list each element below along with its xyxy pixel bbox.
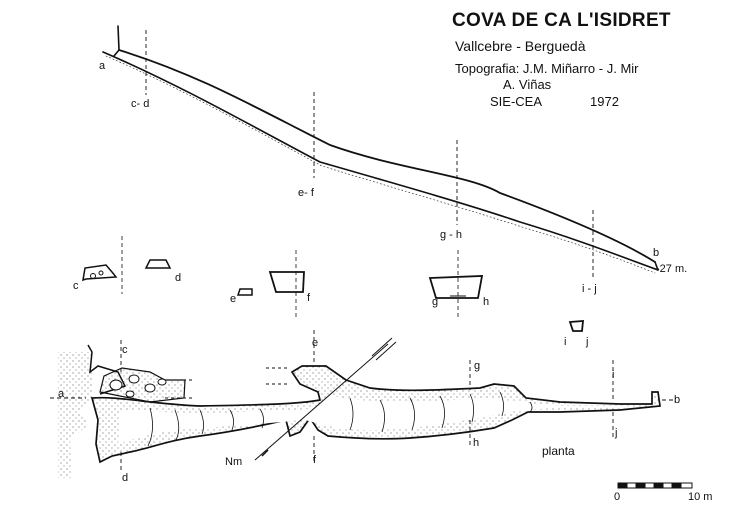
section-mark-cd: c- d (131, 98, 149, 110)
plan-section (58, 337, 661, 478)
cross-section-ef (236, 250, 305, 318)
plan-cut-h: h (473, 437, 479, 449)
cross-ij-left: i (564, 336, 566, 348)
plan-cut-f: f (313, 454, 317, 466)
plan-label: planta (542, 444, 575, 458)
scale-end-label: 10 m (688, 491, 712, 503)
plan-entrance-label: a (58, 388, 65, 400)
north-label: Nm (225, 456, 242, 468)
plan-cut-i: i (612, 369, 614, 381)
cross-section-gh (428, 250, 484, 318)
section-mark-ij: i - j (582, 283, 597, 295)
plan-end-label: b (674, 394, 680, 406)
depth-label: -27 m. (656, 263, 687, 275)
scale-start-label: 0 (614, 491, 620, 503)
year-label: 1972 (590, 94, 619, 109)
profile-cut-lines (145, 30, 594, 280)
profile-section (102, 25, 659, 274)
cross-section-cd (82, 236, 172, 294)
survey-credits: Topografia: J.M. Miñarro - J. Mir (455, 61, 639, 76)
cross-ef-left: e (230, 293, 236, 305)
organization-label: SIE-CEA (490, 94, 543, 109)
survey-credits-2: A. Viñas (503, 77, 552, 92)
location-label: Vallcebre - Berguedà (455, 38, 586, 54)
scale-bar (617, 482, 693, 489)
plan-cut-d: d (122, 472, 128, 484)
plan-cut-e: e (312, 337, 318, 349)
cross-gh-left: g (432, 296, 438, 308)
section-mark-ef: e- f (298, 187, 315, 199)
profile-end-label: b (653, 247, 659, 259)
plan-cut-lines (50, 330, 676, 472)
profile-start-label: a (99, 60, 106, 72)
section-mark-gh: g - h (440, 229, 462, 241)
cross-gh-right: h (483, 296, 489, 308)
plan-cut-j: j (614, 427, 617, 439)
cross-ij-right: j (585, 336, 588, 348)
cross-section-ij (568, 320, 585, 332)
cross-cd-left: c (73, 280, 79, 292)
plan-cut-g: g (474, 360, 480, 372)
map-title: COVA DE CA L'ISIDRET (452, 10, 671, 31)
plan-cut-c: c (122, 344, 128, 356)
cross-ef-right: f (307, 292, 311, 304)
cross-cd-right: d (175, 272, 181, 284)
